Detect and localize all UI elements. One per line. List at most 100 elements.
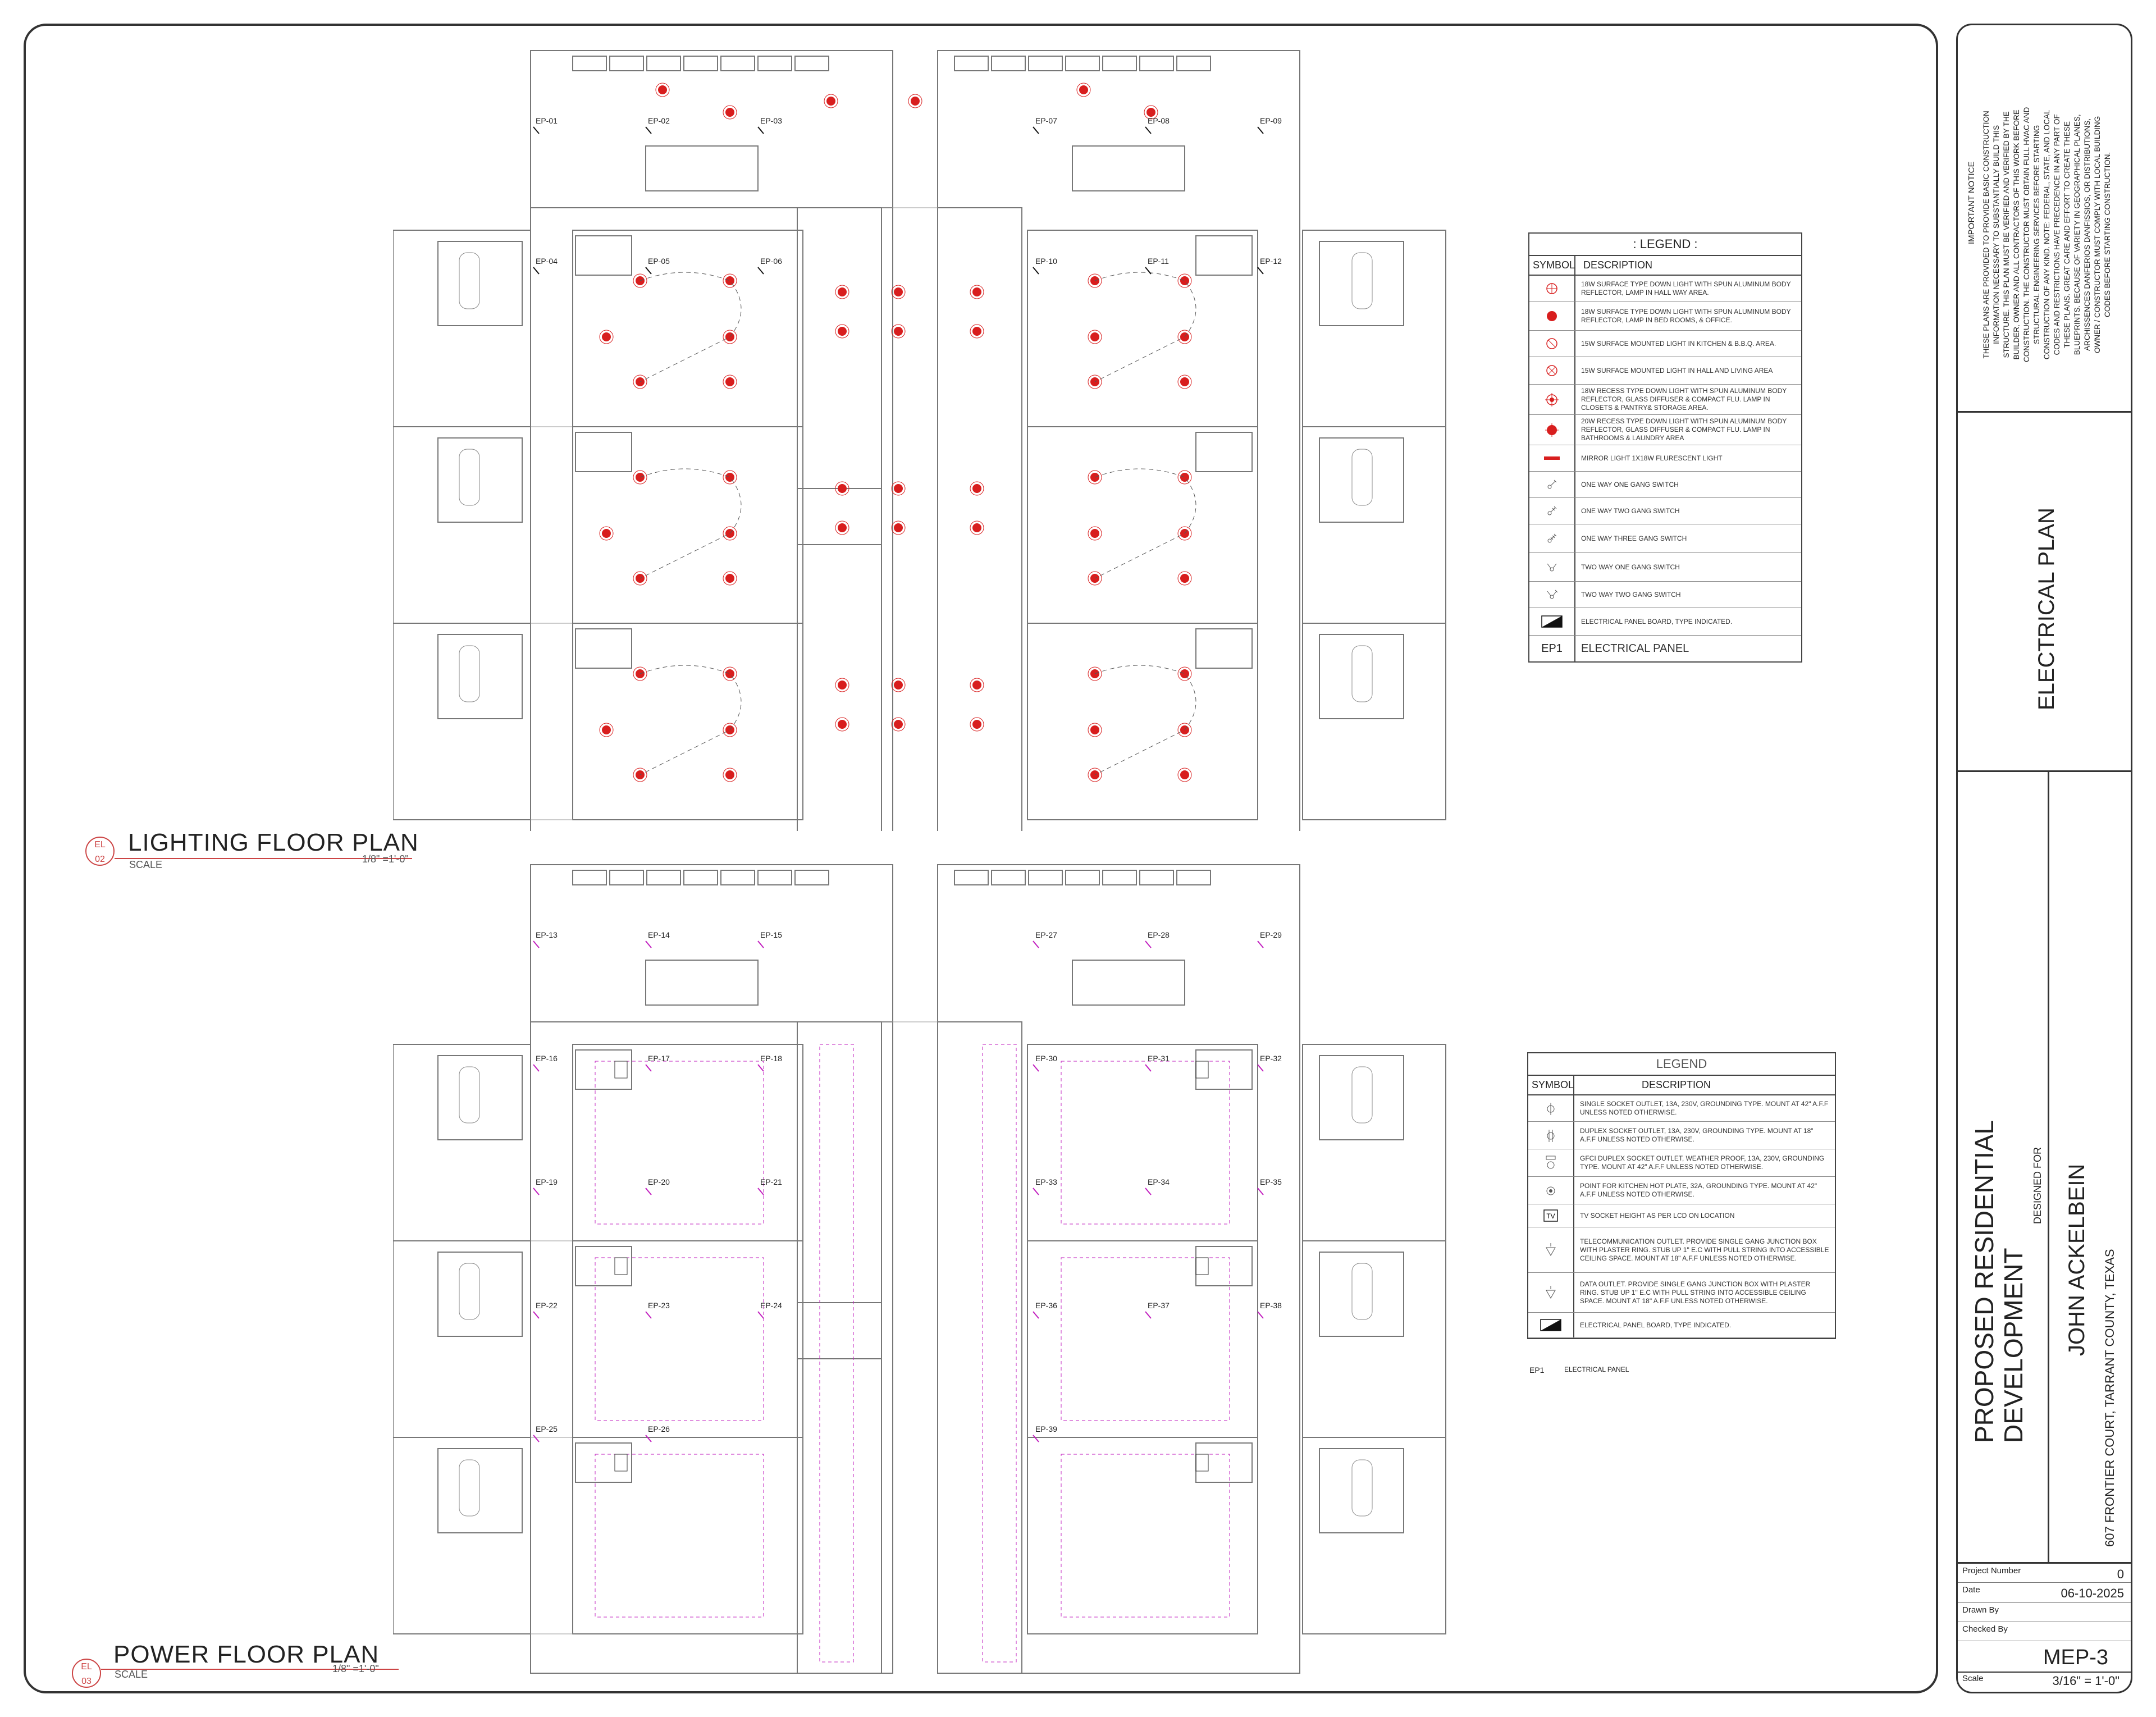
legend-symbol-cell [1528, 1313, 1574, 1337]
bathroom [575, 628, 632, 669]
bathtub [459, 1263, 480, 1320]
legend-row: POINT FOR KITCHEN HOT PLATE, 32A, GROUND… [1528, 1177, 1835, 1204]
bathroom [1195, 1049, 1253, 1090]
light-fixture [602, 725, 611, 734]
duplex-socket-icon [1547, 1130, 1555, 1142]
legend-row: DATA OUTLET. PROVIDE SINGLE GANG JUNCTIO… [1528, 1273, 1835, 1313]
light-fixture-ring [1088, 470, 1102, 485]
kitchen-cabinet [1176, 56, 1211, 71]
light-fixture-ring [824, 94, 838, 108]
light-fixture [1090, 725, 1099, 734]
light-fixture [972, 681, 981, 689]
kitchen-cabinet [1028, 870, 1063, 885]
light-fixture [1079, 85, 1088, 94]
bathroom [1195, 628, 1253, 669]
light-fixture [838, 327, 847, 336]
bathtub-room [1319, 634, 1404, 719]
ep-tag-label: EP-38 [1260, 1301, 1282, 1310]
one-gang-switch-icon [1547, 480, 1557, 489]
important-notice-section: IMPORTANT NOTICE THESE PLANS ARE PROVIDE… [1958, 25, 2131, 413]
legend-symbol-cell [1529, 445, 1575, 471]
right-suite [1027, 1240, 1258, 1438]
light-fixture-ring [633, 768, 647, 782]
ep-tag-label: EP-35 [1260, 1177, 1282, 1186]
bathroom [575, 432, 632, 472]
ep-tag-leader [1145, 1188, 1152, 1195]
light-fixture-ring [970, 324, 984, 339]
light-fixture-ring [723, 571, 737, 586]
central-corridor [797, 207, 882, 831]
legend-symbol-header: SYMBOL [1528, 1076, 1574, 1094]
light-fixture [602, 332, 611, 341]
ep-tag-label: EP-37 [1148, 1301, 1170, 1310]
bathroom [575, 235, 632, 276]
right-wing-outer [1302, 426, 1446, 624]
legend-rows: SINGLE SOCKET OUTLET, 13A, 230V, GROUNDI… [1528, 1095, 1835, 1338]
ep-tag-leader [1145, 1064, 1152, 1072]
notice-line: CODES AND RESTRICTIONS HAVE PRECEDENCE I… [2053, 114, 2061, 355]
legend-symbol-cell [1528, 1273, 1574, 1312]
light-fixture-ring [970, 678, 984, 692]
ep-tag-label: EP-25 [536, 1424, 558, 1433]
power-title-underline [101, 1669, 399, 1670]
legend-description-text: TWO WAY TWO GANG SWITCH [1581, 590, 1681, 599]
legend-ep-symbol: EP1 [1529, 636, 1575, 661]
legend-description-header: DESCRIPTION [1642, 1079, 1711, 1090]
project-number-label: Project Number [1962, 1566, 2021, 1576]
bathtub [1351, 252, 1373, 309]
ep-tag-leader [1033, 1435, 1039, 1442]
icon-switch-body [1547, 538, 1552, 543]
legend-symbol-cell [1528, 1227, 1574, 1272]
ep-tag-label: EP-30 [1035, 1054, 1057, 1063]
legend-row: 18W SURFACE TYPE DOWN LIGHT WITH SPUN AL… [1529, 302, 1801, 331]
central-corridor [797, 1021, 882, 1674]
project-title-line-2: DEVELOPMENT [1999, 1248, 2028, 1443]
bathtub-room [1319, 437, 1404, 523]
kitchen-cabinet [572, 870, 607, 885]
legend-symbol-cell [1529, 276, 1575, 302]
mirror-light-icon [1544, 456, 1560, 460]
ep-tag-label: EP-31 [1148, 1054, 1170, 1063]
tv-socket [614, 1454, 628, 1472]
light-fixture [838, 681, 847, 689]
light-fixture [894, 681, 903, 689]
kitchen-cabinet [646, 870, 681, 885]
ep-tag-label: EP-18 [760, 1054, 782, 1063]
ep-tag-leader [1145, 1311, 1152, 1319]
legend-description-text: ELECTRICAL PANEL BOARD, TYPE INDICATED. [1581, 617, 1733, 625]
lighting-plan-callout-bubble: EL 02 [85, 837, 115, 866]
lighting-circuit [1094, 665, 1196, 775]
recess-downlight-icon [1545, 392, 1559, 407]
light-fixture [972, 720, 981, 729]
left-suite [572, 1437, 803, 1634]
light-fixture [838, 484, 847, 493]
date-value: 06-10-2025 [2061, 1586, 2124, 1600]
left-wing-outer [393, 1437, 531, 1634]
notice-line: BUILDER, OWNER AND ALL CONTRACTORS OF TH… [2012, 109, 2021, 360]
icon-switch-arm [1547, 591, 1551, 596]
light-fixture-ring [835, 481, 849, 496]
light-fixture [725, 377, 734, 386]
legend-rows: 18W SURFACE TYPE DOWN LIGHT WITH SPUN AL… [1529, 276, 1801, 636]
surface-downlight-bedroom-icon [1547, 311, 1557, 321]
ep-tag-label: EP-02 [648, 116, 670, 125]
duplex-socket-icon [1547, 1130, 1555, 1142]
power-legend: LEGEND SYMBOL DESCRIPTION SINGLE SOCKET … [1527, 1052, 1836, 1339]
ep-tag-leader [1033, 940, 1039, 948]
lighting-scale-value: 1/8" =1'-0" [362, 853, 409, 865]
recess-downlight-bath-icon [1545, 423, 1559, 437]
icon-gang-tick [1552, 508, 1555, 511]
light-fixture [894, 327, 903, 336]
kitchen-hotplate-icon [1546, 1186, 1555, 1195]
gfci-outlet-icon [1546, 1156, 1556, 1169]
light-fixture-ring [723, 723, 737, 737]
ep-tag-leader [533, 267, 540, 275]
ep-tag-leader [533, 940, 540, 948]
legend-row: TWO WAY ONE GANG SWITCH [1529, 553, 1801, 582]
kitchen-cabinet [609, 870, 644, 885]
light-fixture-ring [1177, 330, 1192, 344]
kitchen-area [530, 50, 893, 208]
legend-symbol-cell [1529, 524, 1575, 552]
two-way-two-gang-switch-icon [1547, 590, 1558, 599]
